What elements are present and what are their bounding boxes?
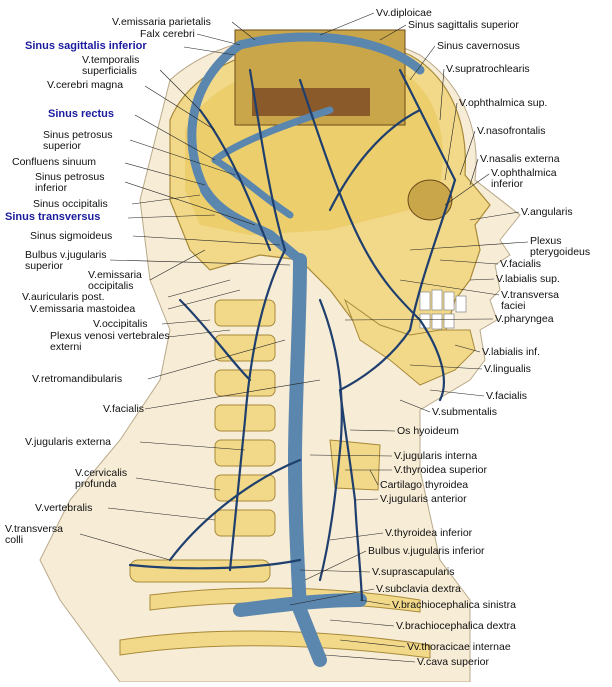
label-v-supratrochlearis: V.supratrochlearis (446, 63, 530, 75)
label-v-cervicalis-profunda: V.cervicalis profunda (75, 467, 128, 490)
label-v-lingualis: V.lingualis (484, 363, 531, 375)
label-v-temporalis-superficialis: V.temporalis superficialis (82, 54, 140, 77)
label-v-emissaria-parietalis: V.emissaria parietalis (112, 16, 211, 28)
label-v-angularis: V.angularis (521, 206, 573, 218)
label-v-facialis-left: V.facialis (103, 403, 145, 415)
label-sinus-rectus: Sinus rectus (48, 108, 115, 120)
label-v-vertebralis: V.vertebralis (35, 502, 93, 514)
label-v-submentalis: V.submentalis (432, 406, 497, 418)
label-os-hyoideum: Os hyoideum (397, 425, 459, 437)
label-v-facialis-right-lower: V.facialis (486, 390, 528, 402)
label-sinus-sagittalis-superior: Sinus sagittalis superior (408, 19, 519, 31)
label-sinus-sigmoideus: Sinus sigmoideus (30, 230, 113, 242)
label-v-ophthalmica-inferior: V.ophthalmica inferior (491, 167, 557, 190)
label-sinus-transversus: Sinus transversus (5, 211, 101, 223)
label-falx-cerebri: Falx cerebri (140, 28, 195, 40)
label-v-transversa-colli: V.transversa colli (5, 523, 63, 546)
label-sinus-cavernosus: Sinus cavernosus (437, 40, 520, 52)
label-v-jugularis-anterior: V.jugularis anterior (380, 493, 467, 505)
thyroid-cartilage (329, 439, 381, 491)
label-v-emissaria-occipitalis: V.emissaria occipitalis (88, 269, 142, 292)
label-v-brachiocephalica-dextra: V.brachiocephalica dextra (396, 620, 516, 632)
label-v-jugularis-interna: V.jugularis interna (394, 450, 478, 462)
label-sinus-occipitalis: Sinus occipitalis (33, 198, 108, 210)
label-v-labialis-inf: V.labialis inf. (482, 346, 540, 358)
label-sinus-sagittalis-inferior: Sinus sagittalis inferior (25, 40, 147, 52)
label-v-auricularis-post: V.auricularis post. (22, 291, 105, 303)
label-v-ophthalmica-sup: V.ophthalmica sup. (459, 97, 548, 109)
label-v-pharyngea: V.pharyngea (495, 313, 554, 325)
label-cartilago-thyroidea: Cartilago thyroidea (380, 479, 469, 491)
label-v-occipitalis: V.occipitalis (93, 318, 148, 330)
label-v-jugularis-externa: V.jugularis externa (25, 436, 111, 448)
label-v-emissaria-mastoidea: V.emissaria mastoidea (30, 303, 136, 315)
internal-jugular-vein (287, 253, 307, 617)
label-v-labialis-sup: V.labialis sup. (496, 273, 560, 285)
label-sinus-petrosus-inferior: Sinus petrosus inferior (35, 171, 105, 194)
label-v-nasalis-externa: V.nasalis externa (480, 153, 560, 165)
label-v-subclavia-dextra: V.subclavia dextra (376, 583, 461, 595)
label-v-cerebri-magna: V.cerebri magna (47, 79, 124, 91)
label-confluens-sinuum: Confluens sinuum (12, 156, 97, 168)
label-v-thyroidea-inferior: V.thyroidea inferior (385, 527, 473, 539)
label-v-nasofrontalis: V.nasofrontalis (477, 125, 546, 137)
orbit (407, 179, 453, 221)
label-v-thyroidea-superior: V.thyroidea superior (394, 464, 488, 476)
label-v-retromandibularis: V.retromandibularis (32, 373, 123, 385)
label-bulbus-v-jugularis-inferior: Bulbus v.jugularis inferior (368, 545, 485, 557)
label-plexus-venosi-vertebrales-externi: Plexus venosi vertebrales externi (50, 330, 170, 353)
label-vv-diploicae: Vv.diploicae (376, 7, 432, 19)
label-sinus-petrosus-superior: Sinus petrosus superior (43, 129, 113, 152)
label-v-cava-superior: V.cava superior (417, 656, 489, 668)
label-v-transversa-faciei: V.transversa faciei (501, 289, 559, 312)
label-bulbus-v-jugularis-superior: Bulbus v.jugularis superior (25, 249, 107, 272)
label-v-facialis-right-upper: V.facialis (500, 258, 542, 270)
label-v-suprascapularis: V.suprascapularis (372, 566, 455, 578)
label-plexus-pterygoideus: Plexus pterygoideus (530, 235, 591, 258)
label-vv-thoracicae-internae: Vv.thoracicae internae (407, 641, 511, 653)
label-v-brachiocephalica-sinistra: V.brachiocephalica sinistra (392, 599, 516, 611)
